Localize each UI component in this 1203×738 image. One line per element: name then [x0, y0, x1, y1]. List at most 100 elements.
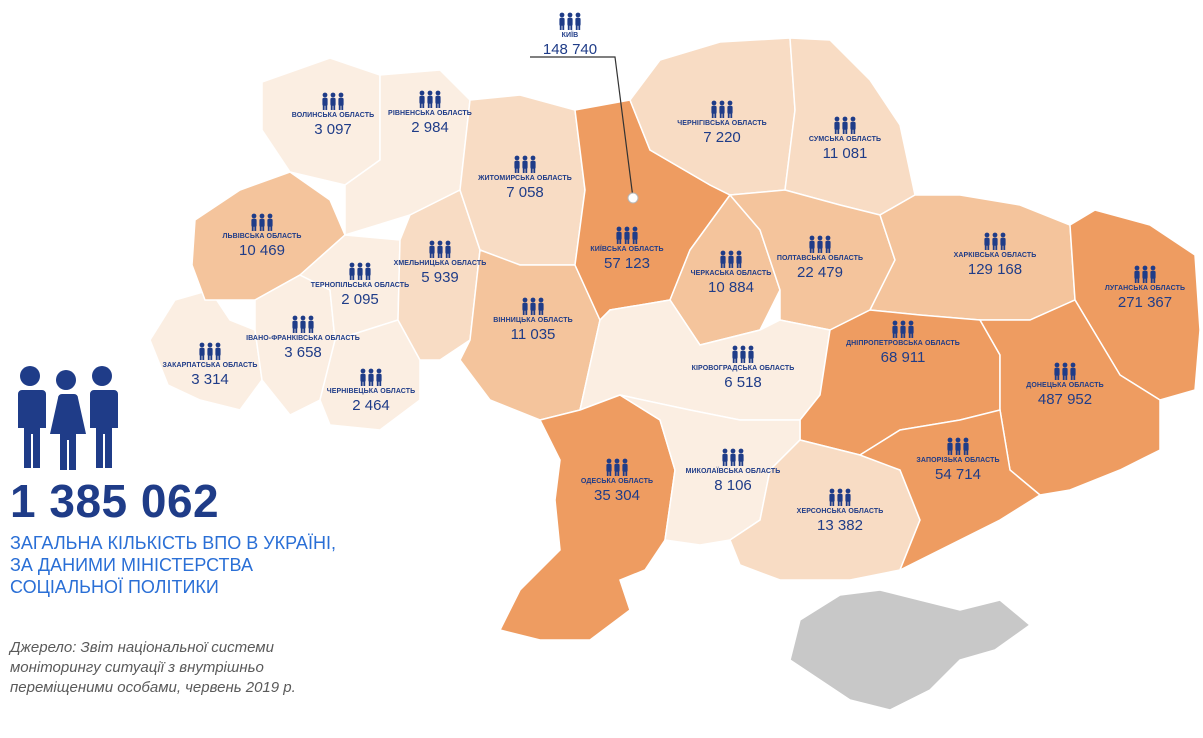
region-value: 13 382 — [817, 517, 863, 534]
region-value: 22 479 — [797, 264, 843, 281]
region-label-chernivtsi: ЧЕРНІВЕЦЬКА ОБЛАСТЬ 2 464 — [311, 368, 431, 414]
region-value: 7 058 — [506, 184, 544, 201]
region-name: ІВАНО-ФРАНКІВСЬКА ОБЛАСТЬ — [246, 335, 360, 342]
region-value: 487 952 — [1037, 391, 1093, 408]
region-name: ДОНЕЦЬКА ОБЛАСТЬ — [1026, 382, 1104, 389]
region-label-odesa: ОДЕСЬКА ОБЛАСТЬ 35 304 — [557, 458, 677, 504]
region-label-kherson: ХЕРСОНСЬКА ОБЛАСТЬ 13 382 — [780, 488, 900, 534]
people-group-icon — [18, 366, 118, 470]
region-name: КИЇВСЬКА ОБЛАСТЬ — [590, 246, 664, 253]
people-icon — [732, 345, 754, 363]
region-kherson — [729, 439, 921, 581]
region-zaporizhzhia — [858, 409, 1042, 572]
people-icon — [419, 90, 441, 108]
region-label-ivano-frankivsk: ІВАНО-ФРАНКІВСЬКА ОБЛАСТЬ 3 658 — [243, 315, 363, 361]
people-icon — [1054, 362, 1076, 380]
source-note: Джерело: Звіт національної системи моніт… — [10, 639, 296, 696]
region-value: 11 081 — [822, 145, 868, 162]
region-label-kharkiv: ХАРКІВСЬКА ОБЛАСТЬ 129 168 — [935, 232, 1055, 278]
people-icon — [522, 297, 544, 315]
people-icon — [349, 262, 371, 280]
region-value: 3 314 — [191, 371, 229, 388]
region-label-zaporizhzhia: ЗАПОРІЗЬКА ОБЛАСТЬ 54 714 — [898, 437, 1018, 483]
people-icon — [429, 240, 451, 258]
region-label-donetsk: ДОНЕЦЬКА ОБЛАСТЬ 487 952 — [1005, 362, 1125, 408]
people-icon — [984, 232, 1006, 250]
region-name: ЛУГАНСЬКА ОБЛАСТЬ — [1104, 285, 1186, 292]
region-label-mykolaiv: МИКОЛАЇВСЬКА ОБЛАСТЬ 8 106 — [673, 448, 793, 494]
people-icon — [514, 155, 536, 173]
region-value: 2 095 — [341, 291, 379, 308]
region-crimea — [789, 589, 1032, 711]
region-name: ХЕРСОНСЬКА ОБЛАСТЬ — [796, 508, 884, 515]
region-value: 7 220 — [703, 129, 741, 146]
people-icon — [322, 92, 344, 110]
region-value: 3 658 — [284, 344, 322, 361]
people-icon — [720, 250, 742, 268]
region-name: КИЇВ — [561, 32, 579, 39]
region-label-sumy: СУМСЬКА ОБЛАСТЬ 11 081 — [785, 116, 905, 162]
people-icon — [559, 12, 581, 30]
region-name: ЗАПОРІЗЬКА ОБЛАСТЬ — [916, 457, 1000, 464]
total-summary: 1 385 062 ЗАГАЛЬНА КІЛЬКІСТЬ ВПО В УКРАЇ… — [10, 360, 430, 598]
region-value: 148 740 — [542, 41, 598, 58]
region-value: 10 884 — [708, 279, 754, 296]
region-name: ЧЕРНІГІВСЬКА ОБЛАСТЬ — [677, 120, 767, 127]
region-value: 2 984 — [411, 119, 449, 136]
people-icon — [199, 342, 221, 360]
region-label-rivne: РІВНЕНСЬКА ОБЛАСТЬ 2 984 — [370, 90, 490, 136]
region-value: 54 714 — [935, 466, 981, 483]
region-name: РІВНЕНСЬКА ОБЛАСТЬ — [388, 110, 472, 117]
region-value: 8 106 — [714, 477, 752, 494]
region-label-kyiv-oblast: КИЇВСЬКА ОБЛАСТЬ 57 123 — [567, 226, 687, 272]
people-icon — [251, 213, 273, 231]
people-icon — [834, 116, 856, 134]
region-label-chernihiv: ЧЕРНІГІВСЬКА ОБЛАСТЬ 7 220 — [662, 100, 782, 146]
region-label-ternopil: ТЕРНОПІЛЬСЬКА ОБЛАСТЬ 2 095 — [300, 262, 420, 308]
region-name: ЖИТОМИРСЬКА ОБЛАСТЬ — [478, 175, 572, 182]
people-icon — [616, 226, 638, 244]
region-value: 2 464 — [352, 397, 390, 414]
region-label-zakarpattia: ЗАКАРПАТСЬКА ОБЛАСТЬ 3 314 — [150, 342, 270, 388]
people-icon — [947, 437, 969, 455]
region-name: ВІННИЦЬКА ОБЛАСТЬ — [493, 317, 573, 324]
region-odesa — [498, 394, 676, 641]
region-value: 271 367 — [1117, 294, 1173, 311]
people-icon — [606, 458, 628, 476]
region-label-cherkasy: ЧЕРКАСЬКА ОБЛАСТЬ 10 884 — [671, 250, 791, 296]
region-value: 129 168 — [967, 261, 1023, 278]
region-name: ХМЕЛЬНИЦЬКА ОБЛАСТЬ — [393, 260, 487, 267]
people-icon — [809, 235, 831, 253]
region-name: ЧЕРКАСЬКА ОБЛАСТЬ — [690, 270, 772, 277]
region-label-kyiv-city: КИЇВ 148 740 — [510, 12, 630, 58]
region-name: ЛЬВІВСЬКА ОБЛАСТЬ — [222, 233, 302, 240]
people-icon — [722, 448, 744, 466]
region-label-volyn: ВОЛИНСЬКА ОБЛАСТЬ 3 097 — [273, 92, 393, 138]
total-caption: ЗАГАЛЬНА КІЛЬКІСТЬ ВПО В УКРАЇНІ, ЗА ДАН… — [10, 533, 336, 597]
region-value: 35 304 — [594, 487, 640, 504]
people-icon — [892, 320, 914, 338]
region-name: ДНІПРОПЕТРОВСЬКА ОБЛАСТЬ — [846, 340, 960, 347]
kyiv-pointer-line — [530, 56, 634, 199]
region-value: 57 123 — [604, 255, 650, 272]
region-label-dnipropetrovsk: ДНІПРОПЕТРОВСЬКА ОБЛАСТЬ 68 911 — [843, 320, 963, 366]
region-name: ЧЕРНІВЕЦЬКА ОБЛАСТЬ — [326, 388, 416, 395]
region-value: 68 911 — [880, 349, 926, 366]
people-icon — [1134, 265, 1156, 283]
people-icon — [711, 100, 733, 118]
region-value: 10 469 — [239, 242, 285, 259]
region-name: ЗАКАРПАТСЬКА ОБЛАСТЬ — [162, 362, 258, 369]
region-name: КІРОВОГРАДСЬКА ОБЛАСТЬ — [691, 365, 795, 372]
region-name: СУМСЬКА ОБЛАСТЬ — [808, 136, 882, 143]
region-value: 5 939 — [421, 269, 459, 286]
region-label-zhytomyr: ЖИТОМИРСЬКА ОБЛАСТЬ 7 058 — [465, 155, 585, 201]
region-value: 3 097 — [314, 121, 352, 138]
region-name: ВОЛИНСЬКА ОБЛАСТЬ — [291, 112, 375, 119]
people-icon — [829, 488, 851, 506]
region-name: ТЕРНОПІЛЬСЬКА ОБЛАСТЬ — [310, 282, 410, 289]
region-label-poltava: ПОЛТАВСЬКА ОБЛАСТЬ 22 479 — [760, 235, 880, 281]
region-name: МИКОЛАЇВСЬКА ОБЛАСТЬ — [685, 468, 781, 475]
region-label-luhansk: ЛУГАНСЬКА ОБЛАСТЬ 271 367 — [1085, 265, 1203, 311]
region-value: 11 035 — [510, 326, 556, 343]
